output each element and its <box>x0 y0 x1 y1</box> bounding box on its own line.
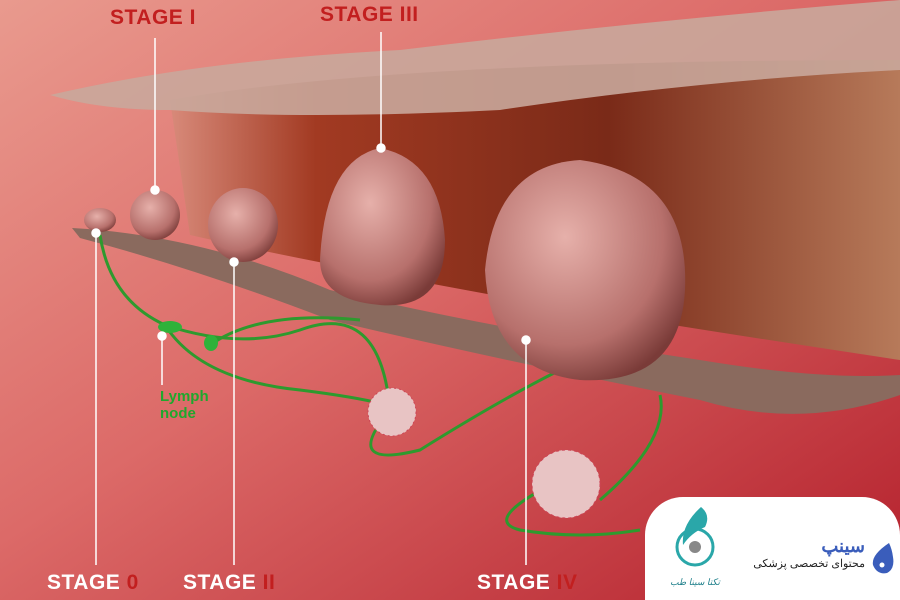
colon-upper-fold <box>50 0 900 115</box>
lymph-vessels <box>98 234 663 537</box>
tekta-logo-icon <box>675 507 715 567</box>
drop-icon <box>872 543 894 574</box>
lymph-node <box>158 321 182 333</box>
stage-number: I <box>189 6 196 29</box>
brand-name: سینپ <box>821 536 865 556</box>
stage-text: STAGE <box>183 571 263 594</box>
stage-text: STAGE <box>47 571 127 594</box>
watermark-card: تکتا سینا طب سینپ محتوای تخصصی پزشکی <box>645 497 900 600</box>
stage-number: III <box>399 3 419 26</box>
metastatic-cell <box>531 449 601 519</box>
logo-caption: تکتا سینا طب <box>670 577 720 587</box>
label-stage-0: STAGE 0 <box>47 571 139 595</box>
label-stage-2: STAGE II <box>183 571 275 595</box>
stage-text: STAGE <box>110 6 190 29</box>
stage-number: 0 <box>126 571 139 594</box>
tumor-stage-2 <box>208 188 278 262</box>
label-stage-1: STAGE I <box>110 6 196 30</box>
label-stage-3: STAGE III <box>320 3 419 27</box>
tumor-stage-3 <box>320 148 445 306</box>
lymph-label-line: node <box>160 405 196 422</box>
lymph-node <box>204 335 218 351</box>
lymph-label-line: Lymph <box>160 388 209 405</box>
stage-text: STAGE <box>320 3 400 26</box>
stage-number: IV <box>556 571 578 594</box>
stage-number: II <box>262 571 276 594</box>
tumor-stage-1 <box>130 190 180 240</box>
tumor-stage-0 <box>84 208 116 232</box>
tumor-stage-4 <box>485 160 686 381</box>
metastatic-cell <box>367 387 417 437</box>
leader-lines <box>91 32 531 565</box>
label-stage-4: STAGE IV <box>477 571 577 595</box>
brand-text: سینپ محتوای تخصصی پزشکی <box>741 535 865 571</box>
stage-text: STAGE <box>477 571 557 594</box>
colon-lower-wall <box>72 228 900 414</box>
brand-tagline: محتوای تخصصی پزشکی <box>753 558 865 570</box>
